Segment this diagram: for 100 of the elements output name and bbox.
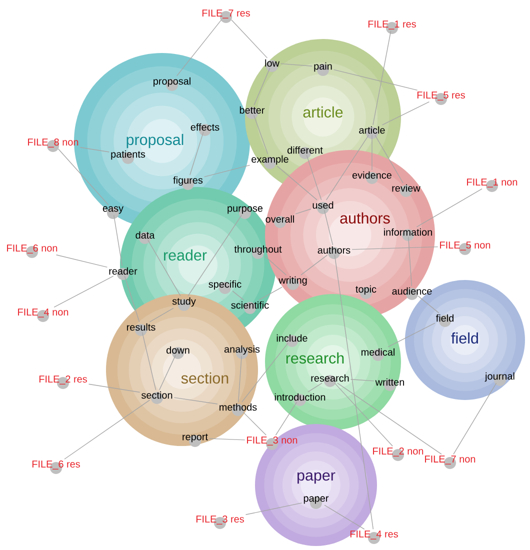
keyword-node: figures <box>173 176 203 190</box>
keyword-node: purpose <box>228 206 263 219</box>
connector-line <box>113 214 123 266</box>
connector-line <box>334 382 393 446</box>
connector-line <box>374 134 404 184</box>
connector-line <box>209 438 246 440</box>
node-label: FILE_6 non <box>7 244 58 254</box>
connector-line <box>242 342 288 402</box>
connector-line <box>176 19 222 76</box>
connector-line <box>324 504 365 530</box>
connector-line <box>453 382 497 455</box>
keyword-node: methods <box>220 403 257 416</box>
file-node: FILE_2 res <box>39 376 87 389</box>
file-node: FILE_7 non <box>425 456 476 469</box>
connector-line <box>54 276 114 308</box>
file-node: FILE_2 non <box>373 448 424 461</box>
keyword-node: report <box>182 434 208 447</box>
keyword-node: reader <box>109 267 138 280</box>
connector-line <box>159 354 176 390</box>
connector-line <box>245 502 302 515</box>
connector-line <box>337 382 442 455</box>
connector-line <box>124 276 140 322</box>
keyword-node: medical <box>362 348 394 361</box>
keyword-node: different <box>288 146 323 159</box>
keyword-node: information <box>384 228 432 241</box>
keyword-node: introduction <box>274 393 326 406</box>
connector-line <box>174 397 218 404</box>
keyword-node: field <box>436 314 454 327</box>
keyword-node: include <box>276 334 308 347</box>
connector-line <box>306 154 322 200</box>
file-node: FILE_1 non <box>467 178 518 192</box>
keyword-node: proposal <box>154 77 190 91</box>
connector-line <box>388 322 436 348</box>
node-label: FILE_2 non <box>373 448 424 456</box>
connector-line <box>280 63 313 67</box>
connector-line <box>382 101 430 126</box>
connector-line <box>88 384 140 393</box>
connector-line <box>232 290 244 300</box>
keyword-node: example <box>252 155 288 169</box>
keyword-node: effects <box>190 123 220 136</box>
keyword-node: section <box>142 391 172 404</box>
node-label: FILE_5 non <box>440 242 490 250</box>
connector-line <box>276 166 318 200</box>
node-label: FILE_7 non <box>425 456 476 464</box>
connector-line <box>258 286 283 300</box>
keyword-node: study <box>172 297 196 311</box>
connector-line <box>253 114 268 154</box>
keyword-node: used <box>312 201 334 214</box>
file-node: FILE_7 res <box>202 10 250 23</box>
connector-line <box>352 246 438 250</box>
keyword-node: results <box>127 323 156 336</box>
keyword-node: data <box>136 231 155 244</box>
connector-line <box>264 256 287 276</box>
keyword-node: written <box>375 378 404 391</box>
connector-line <box>408 236 412 286</box>
connector-line <box>326 134 370 200</box>
file-node: FILE_5 non <box>440 242 490 255</box>
connector-line <box>64 400 150 460</box>
keyword-node: authors <box>318 246 350 259</box>
connector-line <box>142 332 156 390</box>
keyword-node: specific <box>208 280 242 294</box>
connector-line <box>190 132 204 176</box>
file-node: FILE_6 res <box>32 460 80 474</box>
connector-line <box>418 296 440 314</box>
keyword-node: down <box>166 346 190 359</box>
keyword-node: easy <box>102 206 124 219</box>
connector-line <box>275 402 298 436</box>
connector-line <box>242 412 266 436</box>
connector-line <box>148 240 181 296</box>
node-label: throughout <box>234 245 282 255</box>
file-node: FILE_4 res <box>350 530 398 544</box>
connector-line <box>334 254 374 530</box>
keyword-node: patients <box>111 150 146 164</box>
connector-line <box>231 19 268 58</box>
file-node: FILE_3 res <box>196 516 244 529</box>
node-label: FILE_1 non <box>467 178 518 188</box>
connector-line <box>300 254 328 276</box>
file-node: FILE_4 non <box>18 308 68 322</box>
keyword-node: article <box>359 126 385 139</box>
keyword-node: research <box>311 374 349 387</box>
connector-line <box>204 164 250 178</box>
connector-line <box>333 69 418 91</box>
keyword-node: writing <box>278 276 307 290</box>
connector-line <box>350 379 374 382</box>
file-node: FILE_6 non <box>7 244 58 258</box>
keyword-node: paper <box>304 496 329 509</box>
keyword-node: pain <box>314 62 332 76</box>
keyword-node: low <box>265 59 280 72</box>
file-node: FILE_5 res <box>417 92 465 105</box>
file-node: FILE_1 res <box>368 20 416 34</box>
connector-line <box>372 30 392 126</box>
connector-line <box>254 68 270 106</box>
connector-line <box>188 214 242 296</box>
connector-line <box>324 210 334 246</box>
connector-line <box>416 188 482 228</box>
connector-line <box>308 382 322 392</box>
keyword-node: throughout <box>234 245 282 259</box>
connector-line <box>56 254 108 268</box>
keyword-node: overall <box>266 215 294 228</box>
connector-line <box>238 356 242 402</box>
